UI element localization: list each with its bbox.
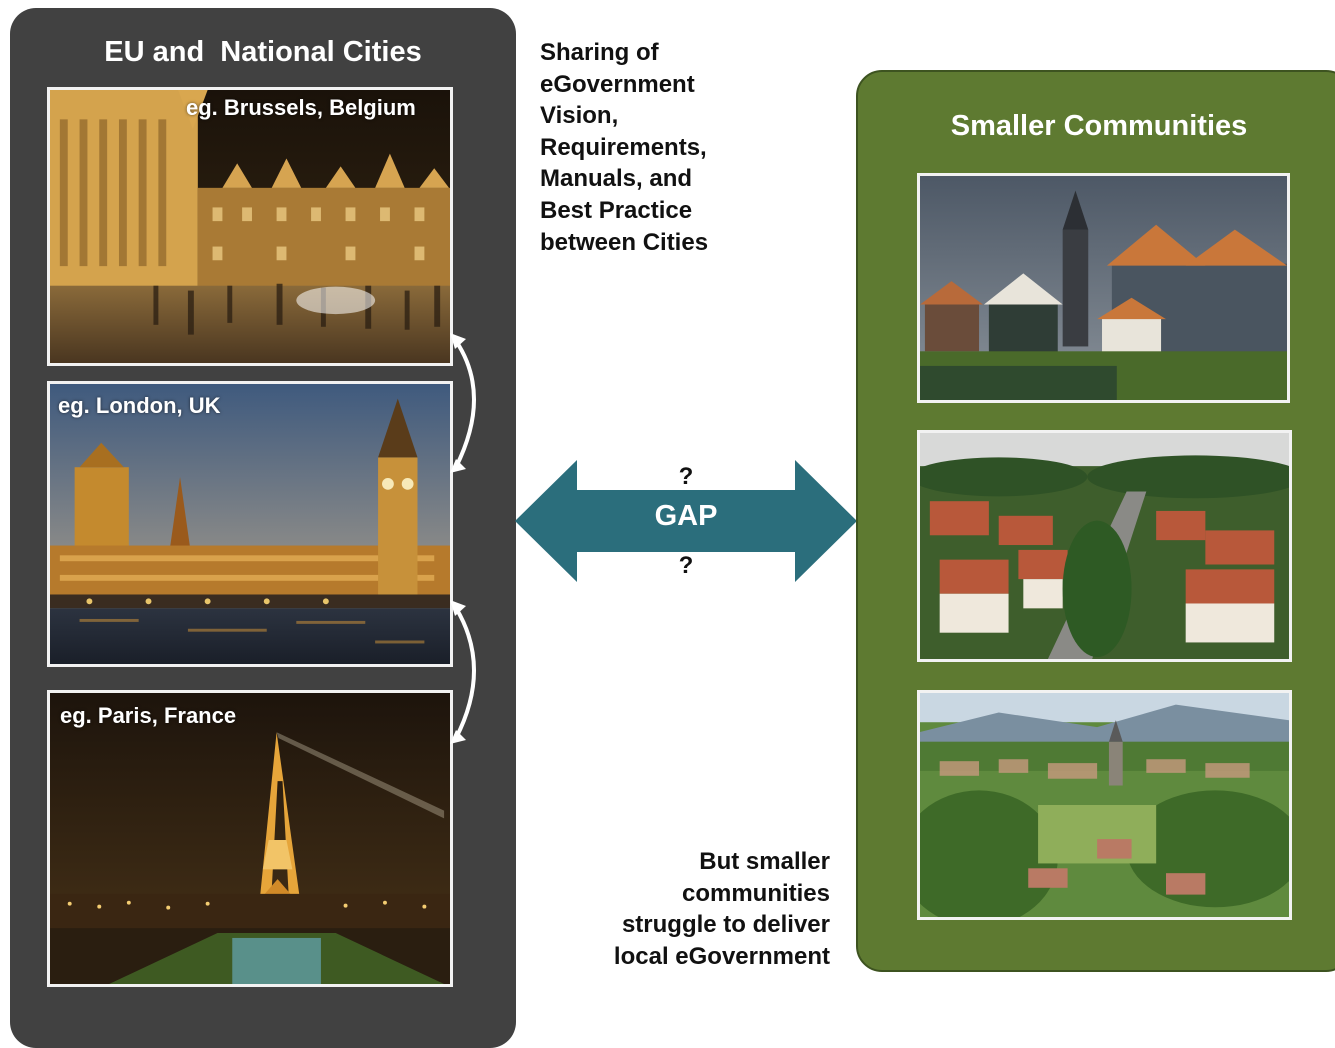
gap-question-top: ? — [678, 463, 694, 490]
struggle-note-line: communities — [681, 879, 830, 907]
paris-photo — [47, 690, 453, 987]
london-paris-link-arrow — [450, 600, 476, 744]
sharing-note: Sharing of eGovernment Vision, Requireme… — [540, 37, 800, 258]
brussels-caption: eg. Brussels, Belgium — [186, 95, 416, 120]
paris-caption: eg. Paris, France — [60, 703, 237, 728]
london-photo — [47, 381, 453, 667]
village-houses-photo — [917, 173, 1290, 403]
sharing-note-line: Requirements, — [540, 133, 707, 161]
sharing-note-line: Vision, — [540, 102, 619, 130]
sharing-note-line: Manuals, and — [540, 165, 693, 193]
struggle-note: But smaller communities struggle to deli… — [560, 846, 830, 972]
struggle-note-line: But smaller — [699, 848, 830, 875]
struggle-note-line: struggle to deliver — [621, 911, 830, 939]
village-valley-photo — [917, 690, 1292, 920]
gap-double-arrow — [515, 460, 857, 582]
gap-question-bottom: ? — [678, 552, 694, 579]
brussels-london-link-arrow — [450, 333, 476, 473]
struggle-note-line: local eGovernment — [613, 942, 830, 970]
sharing-note-line: Sharing of — [540, 39, 659, 66]
sharing-note-line: eGovernment — [540, 70, 695, 98]
brussels-photo — [47, 87, 453, 366]
smaller-communities-title: Smaller Communities — [950, 110, 1248, 142]
gap-label: GAP — [654, 500, 718, 532]
sharing-note-line: Best Practice — [540, 196, 693, 224]
village-street-photo — [917, 430, 1292, 662]
london-caption: eg. London, UK — [58, 393, 221, 418]
eu-national-cities-title: EU and National Cities — [104, 36, 422, 68]
sharing-note-line: between Cities — [540, 228, 709, 256]
